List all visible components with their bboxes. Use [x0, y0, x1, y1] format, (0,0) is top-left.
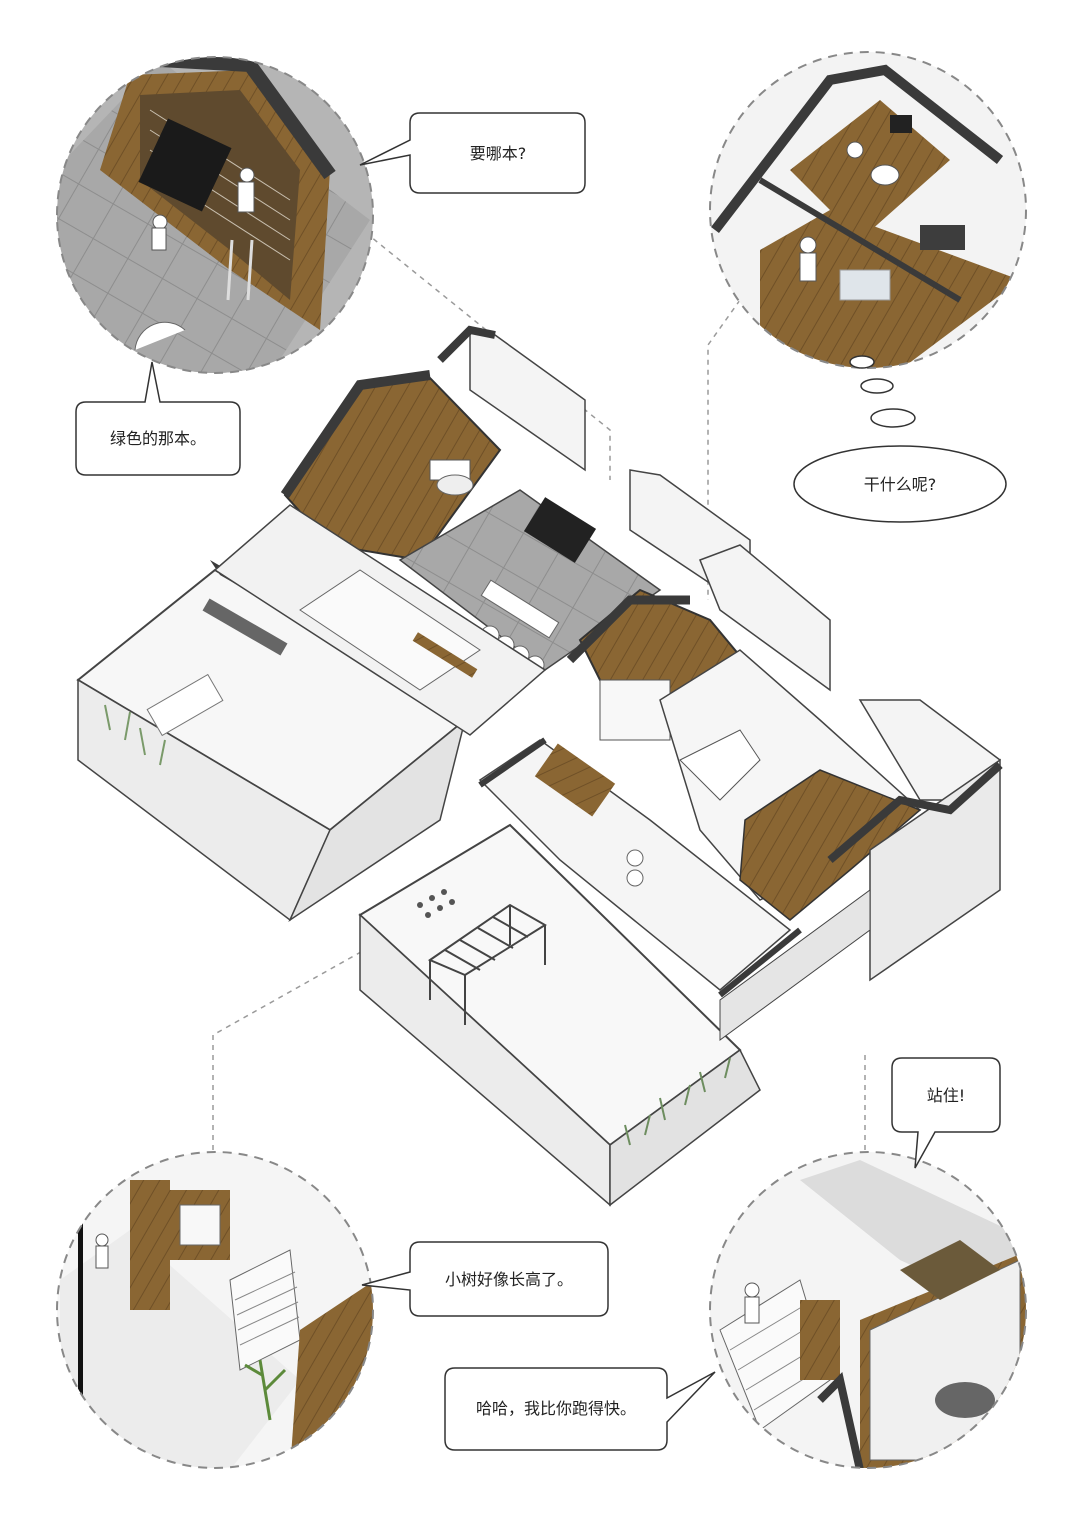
speech-bubble-faster: 哈哈，我比你跑得快。	[444, 1367, 716, 1451]
caption-green-one: 绿色的那本。	[110, 429, 206, 448]
room-bath-block	[478, 737, 802, 998]
detail-circle-chase	[709, 1151, 1027, 1469]
caption-tree-taller: 小树好像长高了。	[445, 1270, 573, 1289]
main-floorplan	[76, 325, 1003, 1207]
pergola-frame	[427, 903, 547, 1025]
speech-bubble-green-one: 绿色的那本。	[75, 361, 241, 476]
room-kitchen-strip	[213, 504, 547, 736]
room-study-top	[280, 370, 502, 562]
room-top-right-windows	[437, 325, 831, 692]
speech-bubble-which-book: 要哪本?	[359, 112, 586, 194]
caption-what-doing: 干什么呢?	[864, 475, 937, 494]
planter-grass	[624, 1057, 731, 1146]
thought-bubble-what-doing: 干什么呢?	[793, 355, 1007, 523]
speech-bubble-stop: 站住!	[891, 1057, 1001, 1169]
caption-stop: 站住!	[927, 1086, 965, 1105]
detail-circle-stairs-tree	[56, 1151, 374, 1469]
room-loft-right	[659, 649, 1003, 982]
connector-lines	[212, 219, 866, 1150]
caption-faster: 哈哈，我比你跑得快。	[476, 1399, 636, 1418]
room-courtyard-bottom	[358, 823, 871, 1207]
detail-circle-loft	[709, 51, 1027, 369]
caption-which-book: 要哪本?	[470, 144, 527, 163]
wall-dots	[417, 889, 455, 918]
speech-bubble-tree-taller: 小树好像长高了。	[361, 1241, 609, 1317]
detail-circle-bookshelf	[56, 56, 374, 374]
